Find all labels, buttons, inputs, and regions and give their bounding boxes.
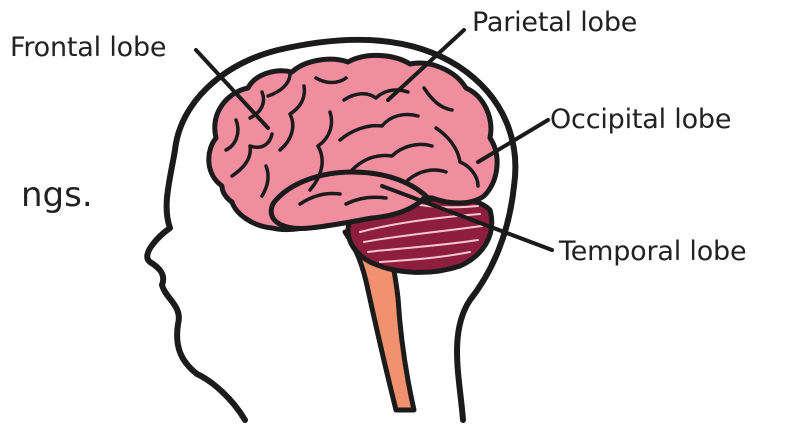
cutoff-text: ngs. <box>21 178 93 212</box>
label-parietal-lobe: Parietal lobe <box>472 9 637 36</box>
label-temporal-lobe: Temporal lobe <box>559 238 746 265</box>
label-frontal-lobe: Frontal lobe <box>10 34 166 61</box>
label-occipital-lobe: Occipital lobe <box>550 106 731 133</box>
